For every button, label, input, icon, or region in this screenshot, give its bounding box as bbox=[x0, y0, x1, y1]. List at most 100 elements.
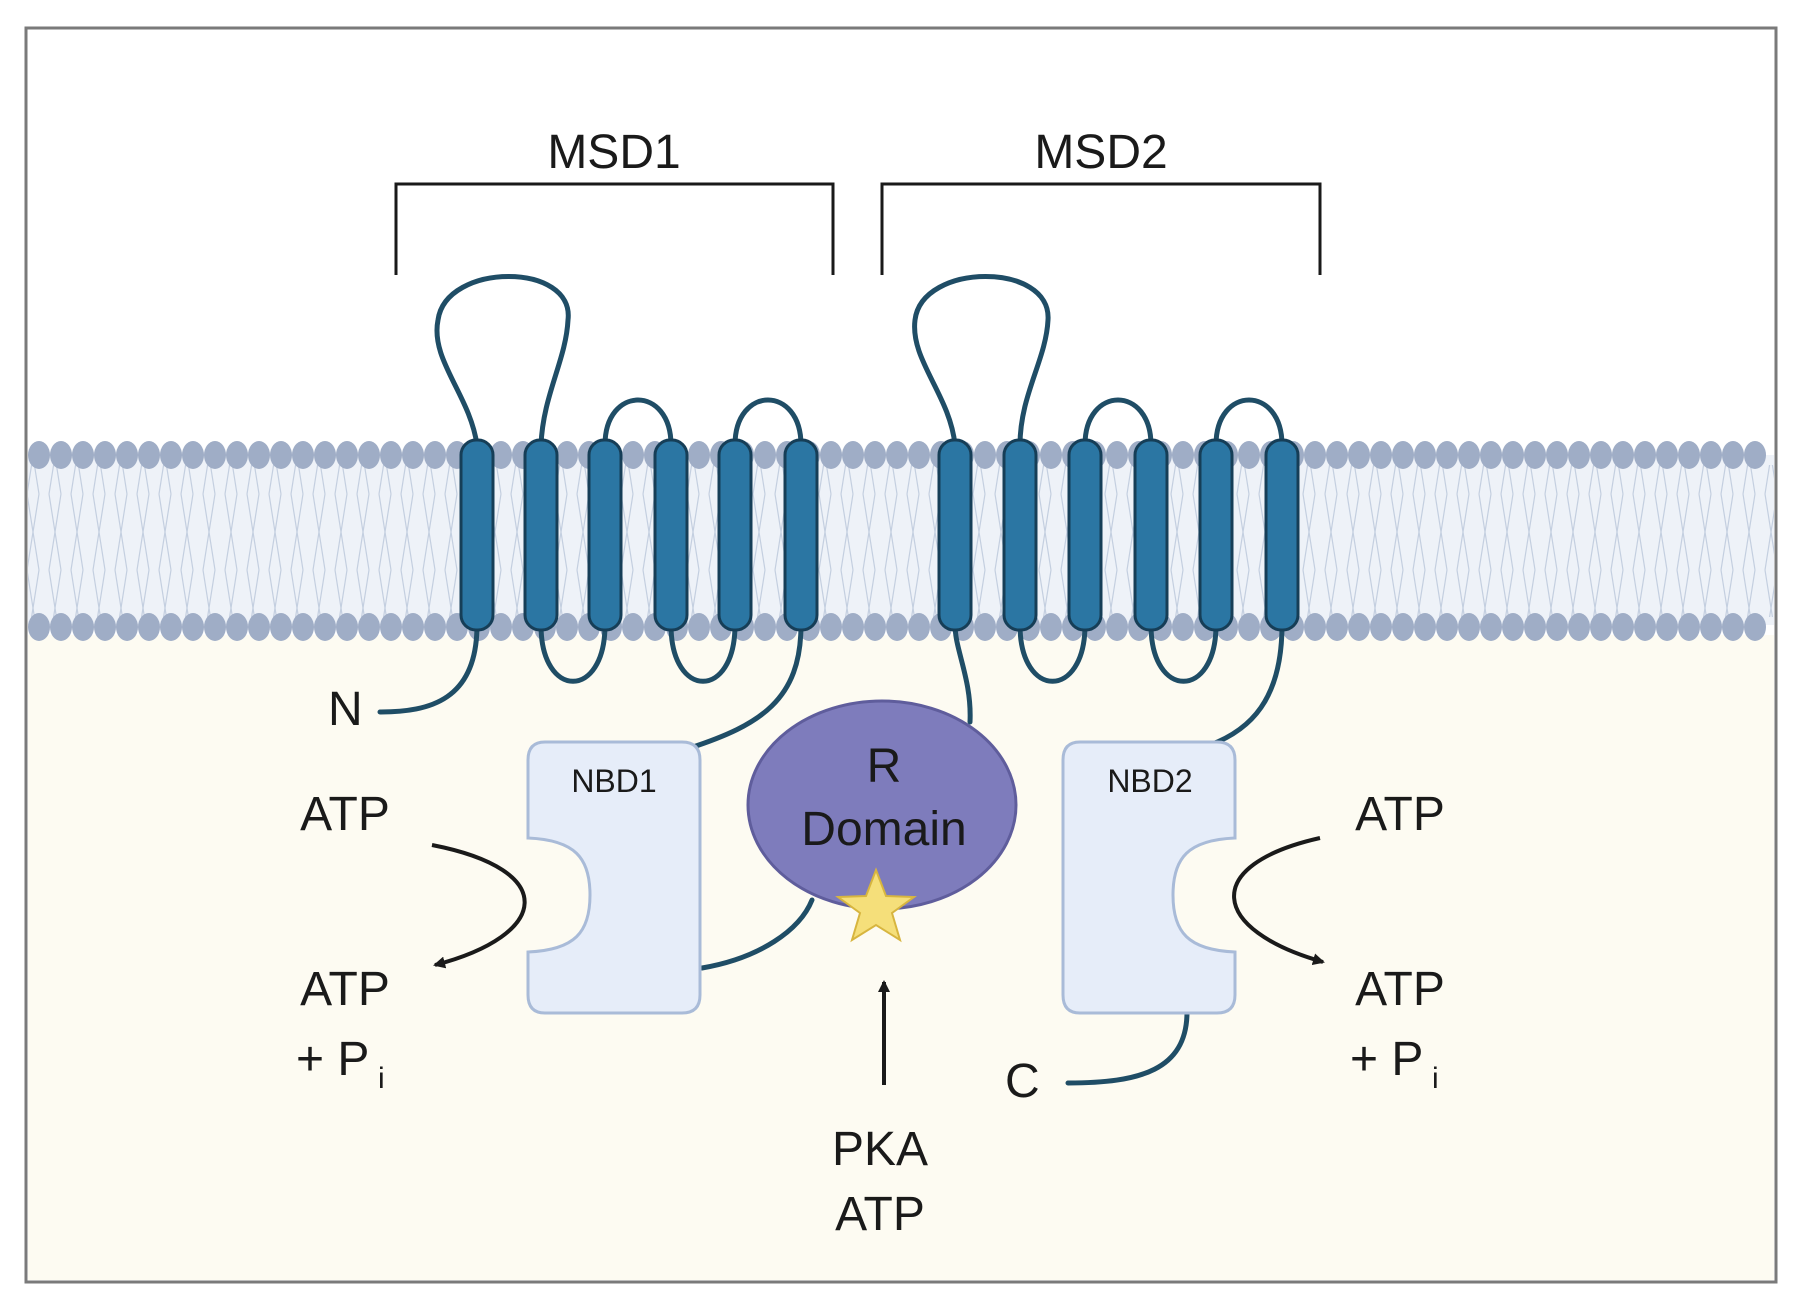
lipid-head bbox=[490, 441, 512, 469]
left-plus-p-label: + P bbox=[296, 1033, 369, 1086]
lipid-head bbox=[1172, 441, 1194, 469]
nbd1-to-r-linker bbox=[699, 897, 815, 971]
lipid-head bbox=[160, 613, 182, 641]
lipid-head bbox=[1590, 441, 1612, 469]
lipid-head bbox=[1326, 613, 1348, 641]
lipid-head bbox=[1678, 441, 1700, 469]
lipid-head bbox=[1348, 441, 1370, 469]
lipid-head bbox=[226, 613, 248, 641]
msd1-bracket bbox=[394, 182, 835, 275]
lipid-head bbox=[1634, 613, 1656, 641]
lipid-head bbox=[1568, 613, 1590, 641]
lipid-head bbox=[1414, 441, 1436, 469]
lipid-head bbox=[1370, 441, 1392, 469]
lipid-head bbox=[1304, 441, 1326, 469]
lipid-head bbox=[160, 441, 182, 469]
lipid-head bbox=[1348, 613, 1370, 641]
lipid-head bbox=[1546, 441, 1568, 469]
msd1-extracellular-loop bbox=[434, 274, 571, 448]
lipid-head bbox=[886, 613, 908, 641]
left-atp-product-label: ATP bbox=[300, 963, 390, 1016]
lipid-head bbox=[622, 613, 644, 641]
msd1-label: MSD1 bbox=[547, 126, 680, 179]
lipid-head bbox=[556, 441, 578, 469]
star-icon bbox=[835, 867, 917, 943]
lipid-head bbox=[1524, 441, 1546, 469]
helix-tm2 bbox=[523, 438, 559, 632]
lipid-head bbox=[116, 613, 138, 641]
lipid-head bbox=[248, 613, 270, 641]
helix-tm5 bbox=[717, 438, 753, 632]
transmembrane-helices bbox=[459, 438, 1300, 632]
lipid-head bbox=[622, 441, 644, 469]
left-hydrolysis-arrow bbox=[431, 843, 527, 969]
lipid-head bbox=[1480, 441, 1502, 469]
lipid-head bbox=[292, 441, 314, 469]
helix-tm12 bbox=[1264, 438, 1300, 632]
lipid-head bbox=[1392, 613, 1414, 641]
lipid-head bbox=[94, 613, 116, 641]
right-p-subscript: i bbox=[1432, 1062, 1439, 1095]
lipid-head bbox=[28, 613, 50, 641]
right-hydrolysis-arrow bbox=[1232, 836, 1325, 966]
lipid-head bbox=[270, 613, 292, 641]
lipid-head bbox=[1106, 613, 1128, 641]
lipid-head bbox=[1612, 441, 1634, 469]
nbd1-label: NBD1 bbox=[571, 763, 656, 799]
lipid-head bbox=[1392, 441, 1414, 469]
lipid-head bbox=[820, 441, 842, 469]
left-p-subscript: i bbox=[378, 1062, 385, 1095]
right-plus-p-label: + P bbox=[1350, 1033, 1423, 1086]
lipid-head bbox=[270, 441, 292, 469]
lipid-head bbox=[1700, 441, 1722, 469]
msd1-bottom-loop-2 bbox=[668, 622, 738, 684]
lipid-head bbox=[1436, 613, 1458, 641]
lipid-head bbox=[490, 613, 512, 641]
msd1-to-nbd1-linker bbox=[687, 622, 804, 751]
lipid-head bbox=[50, 613, 72, 641]
lipid-head bbox=[820, 613, 842, 641]
lipid-head bbox=[402, 441, 424, 469]
lipid-head bbox=[1722, 613, 1744, 641]
r-domain-label-line2: Domain bbox=[801, 803, 966, 856]
lipid-head bbox=[556, 613, 578, 641]
helix-tm8 bbox=[1002, 438, 1038, 632]
lipid-head bbox=[1546, 613, 1568, 641]
lipid-head bbox=[28, 441, 50, 469]
lipid-head bbox=[974, 613, 996, 641]
helix-tm11 bbox=[1198, 438, 1234, 632]
lipid-head bbox=[1458, 613, 1480, 641]
helix-tm4 bbox=[653, 438, 689, 632]
n-terminus-label: N bbox=[328, 683, 363, 736]
pka-label: PKA bbox=[832, 1123, 928, 1176]
lipid-head bbox=[1502, 441, 1524, 469]
lipid-head bbox=[248, 441, 270, 469]
lipid-head bbox=[754, 441, 776, 469]
lipid-heads-outer bbox=[28, 441, 1766, 469]
nbd2-domain bbox=[1061, 740, 1237, 1015]
r-domain-label-line1: R bbox=[867, 740, 902, 793]
lipid-head bbox=[380, 441, 402, 469]
lipid-head bbox=[1612, 613, 1634, 641]
lipid-head bbox=[204, 441, 226, 469]
msd2-bottom-loop-2 bbox=[1148, 622, 1219, 684]
lipid-head bbox=[402, 613, 424, 641]
right-atp-product-label: ATP bbox=[1355, 963, 1445, 1016]
lipid-head bbox=[72, 613, 94, 641]
helix-tm6 bbox=[783, 438, 819, 632]
lipid-head bbox=[1458, 441, 1480, 469]
lipid-head bbox=[182, 441, 204, 469]
lipid-head bbox=[908, 613, 930, 641]
msd2-bracket bbox=[880, 182, 1322, 275]
n-terminus-tail bbox=[377, 622, 480, 715]
lipid-head bbox=[1106, 441, 1128, 469]
lipid-head bbox=[974, 441, 996, 469]
msd1-top-loop-3 bbox=[732, 397, 804, 448]
lipid-head bbox=[1744, 613, 1766, 641]
lipid-head bbox=[138, 441, 160, 469]
lipid-head bbox=[1590, 613, 1612, 641]
lipid-head bbox=[1436, 441, 1458, 469]
lipid-head bbox=[358, 613, 380, 641]
msd2-extracellular-loop bbox=[912, 274, 1051, 448]
lipid-head bbox=[864, 441, 886, 469]
